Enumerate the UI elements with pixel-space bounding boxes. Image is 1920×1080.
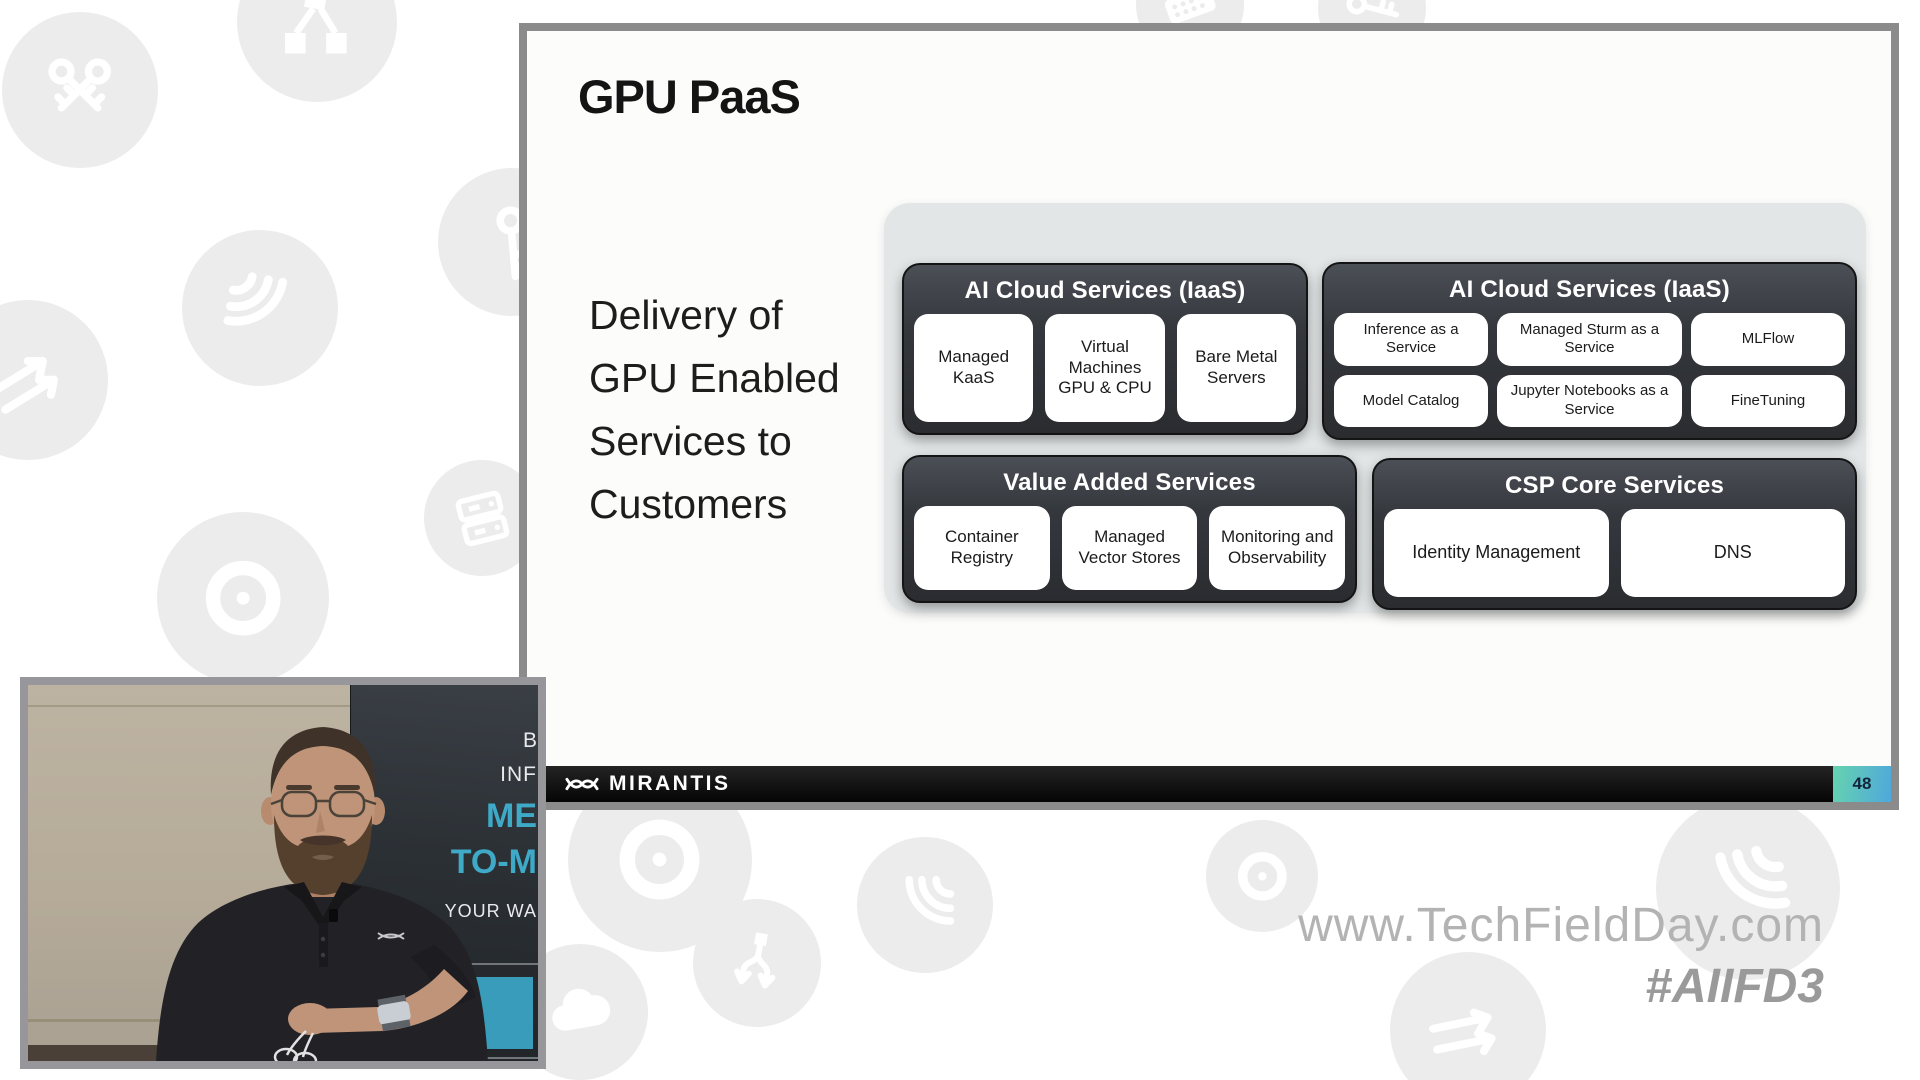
service-box: Managed Sturm as a Service (1497, 313, 1682, 366)
panel-value-added-services: Value Added Services Container Registry … (902, 455, 1357, 603)
service-box: Jupyter Notebooks as a Service (1497, 374, 1682, 427)
branch-arrows-icon (693, 899, 821, 1027)
eyeglasses (270, 790, 377, 818)
lapel-mic (329, 909, 338, 922)
slide-footer-bar: MIRANTIS 48 (527, 766, 1891, 802)
panel-title: Value Added Services (1003, 469, 1256, 496)
arrows-icon (1390, 952, 1546, 1080)
service-box: MLFlow (1690, 313, 1845, 366)
service-box: Identity Management (1384, 509, 1609, 597)
banner-text-line: ME (486, 797, 537, 835)
presentation-slide: GPU PaaS Delivery of GPU Enabled Service… (519, 23, 1899, 810)
arrows-icon (0, 300, 108, 460)
service-box: FineTuning (1690, 374, 1845, 427)
crossed-keys-icon (2, 12, 158, 168)
panel-ai-cloud-services-right: AI Cloud Services (IaaS) Inference as a … (1322, 262, 1857, 440)
watermark-hashtag: #AIIFD3 (1645, 960, 1824, 1013)
service-box: Monitoring and Observability (1209, 506, 1346, 590)
panel-ai-cloud-services-left: AI Cloud Services (IaaS) Managed KaaS Vi… (902, 263, 1308, 435)
disc-icon (1206, 820, 1318, 932)
webcam-scene: B INF ME TO-M YOUR WA (28, 685, 538, 1061)
service-box: Model Catalog (1334, 374, 1489, 427)
wall-molding (28, 705, 360, 707)
mirantis-logo: MIRANTIS (565, 772, 731, 796)
brand-name: MIRANTIS (609, 772, 731, 795)
panel-title: CSP Core Services (1504, 472, 1725, 499)
service-box: Bare Metal Servers (1176, 314, 1296, 422)
webcam-overlay: B INF ME TO-M YOUR WA (20, 677, 546, 1069)
service-box: Managed KaaS (914, 314, 1034, 422)
panel-title: AI Cloud Services (IaaS) (1449, 276, 1730, 303)
held-glasses (273, 1030, 318, 1061)
presenter (156, 727, 488, 1061)
service-box: Container Registry (914, 506, 1050, 590)
banner-text-line: B (522, 729, 537, 752)
wifi-arcs-icon (182, 230, 338, 386)
panel-csp-core-services: CSP Core Services Identity Management DN… (1372, 458, 1857, 610)
watermark-url: www.TechFieldDay.com (1298, 899, 1824, 952)
shirt-logo (377, 932, 405, 940)
page-number-badge: 48 (1833, 766, 1891, 802)
service-box: Inference as a Service (1334, 313, 1489, 366)
wifi-arcs-icon (1656, 796, 1840, 980)
mirantis-logo-icon (565, 777, 599, 791)
wrist-watch (377, 994, 411, 1032)
slide-body-text: Delivery of GPU Enabled Services to Cust… (589, 292, 840, 528)
panel-title: AI Cloud Services (IaaS) (964, 277, 1246, 304)
service-box: DNS (1620, 509, 1845, 597)
service-box: Managed Vector Stores (1061, 506, 1198, 590)
banner-text-line: TO-M (450, 843, 537, 881)
service-box: Virtual Machines GPU & CPU (1045, 314, 1165, 422)
wifi-arcs-icon (857, 837, 993, 973)
disc-icon (157, 512, 329, 684)
banner-text-line: YOUR WA (444, 901, 537, 921)
network-nodes-icon (237, 0, 397, 102)
slide-title: GPU PaaS (578, 70, 801, 123)
banner-text-line: INF (500, 763, 537, 786)
watermark: www.TechFieldDay.com #AIIFD3 (1298, 898, 1824, 1014)
